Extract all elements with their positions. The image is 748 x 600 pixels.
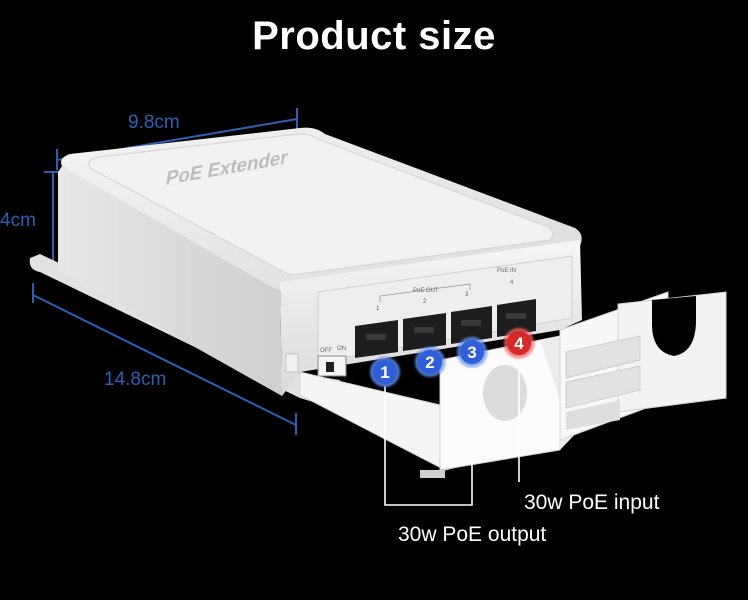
- port-number-2: 2: [423, 299, 427, 305]
- page-title: Product size: [252, 14, 496, 58]
- switch-off-label: OFF: [320, 348, 332, 354]
- height-dimension-label: 4cm: [0, 210, 36, 231]
- port-header-in: PoE IN: [497, 268, 516, 274]
- port-number-1: 1: [376, 306, 380, 312]
- poe-output-label: 30w PoE output: [398, 523, 547, 546]
- switch-on-label: ON: [337, 346, 346, 352]
- svg-text:4: 4: [514, 334, 524, 353]
- poe-input-label: 30w PoE input: [524, 491, 660, 514]
- device-body: PoE OUT PoE IN 1 2 3 4 OFF ON: [29, 127, 727, 478]
- port-badge-2: 2: [413, 345, 447, 379]
- port-number-4: 4: [510, 280, 514, 286]
- length-dimension-label: 14.8cm: [104, 369, 167, 390]
- callout-lines: [384, 358, 520, 506]
- svg-text:3: 3: [467, 343, 476, 362]
- svg-text:2: 2: [425, 353, 434, 372]
- port-header-out: PoE OUT: [413, 288, 439, 294]
- port-badge-4: 4: [502, 326, 536, 360]
- port-badge-3: 3: [455, 335, 489, 369]
- port-badge-1: 1: [368, 355, 402, 389]
- width-dimension-label: 9.8cm: [128, 112, 180, 133]
- port-number-3: 3: [465, 292, 469, 298]
- svg-text:1: 1: [380, 363, 389, 382]
